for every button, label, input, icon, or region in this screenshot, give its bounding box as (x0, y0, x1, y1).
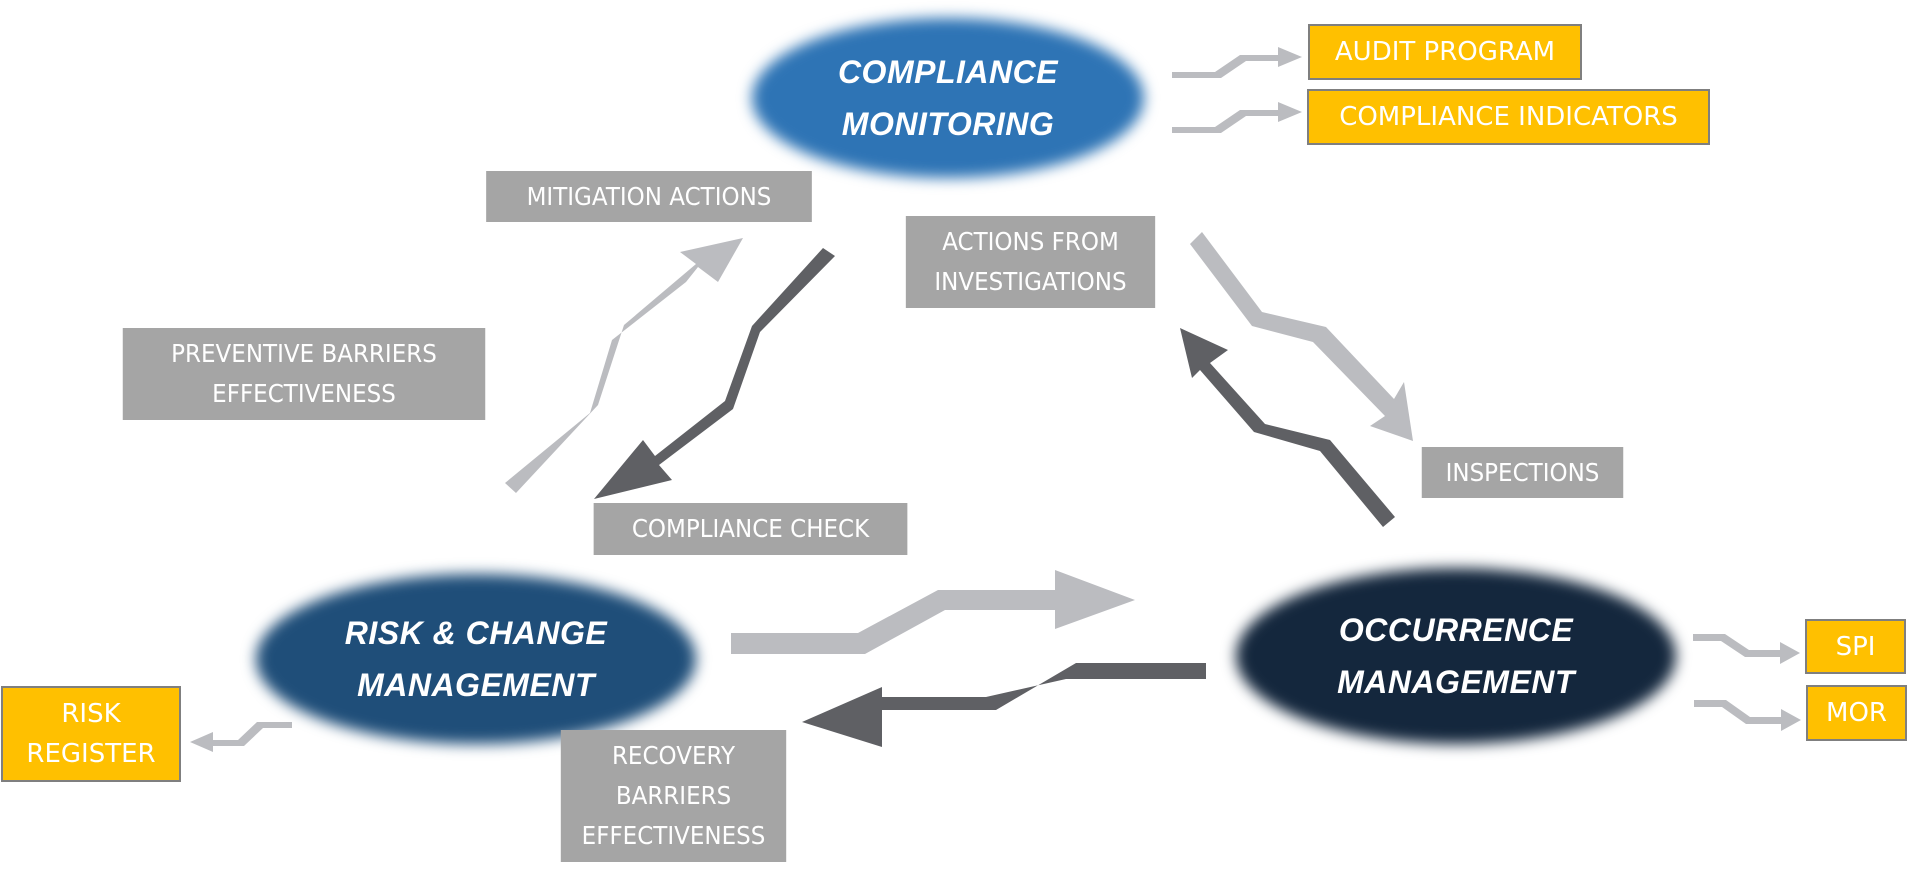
output-text: AUDIT PROGRAM (1334, 37, 1556, 67)
node-compliance-monitoring[interactable]: COMPLIANCE MONITORING (752, 18, 1144, 178)
label-text: EFFECTIVENESS (581, 821, 766, 850)
node-label-line: RISK & CHANGE (344, 615, 608, 651)
arrow-risk-to-occurrence (731, 570, 1135, 654)
output-text: COMPLIANCE INDICATORS (1339, 102, 1678, 132)
label-text: INSPECTIONS (1445, 457, 1600, 487)
label-text: EFFECTIVENESS (212, 379, 396, 408)
label-preventive-barriers-effectiveness: PREVENTIVE BARRIERS EFFECTIVENESS (122, 328, 486, 420)
label-text: ACTIONS FROM (942, 227, 1119, 256)
arrow-risk-to-compliance (505, 238, 743, 493)
output-compliance-indicators[interactable]: COMPLIANCE INDICATORS (1307, 89, 1710, 145)
label-text: RECOVERY (611, 741, 736, 770)
label-inspections: INSPECTIONS (1421, 447, 1624, 498)
output-audit-program[interactable]: AUDIT PROGRAM (1308, 24, 1582, 80)
output-mor[interactable]: MOR (1806, 685, 1907, 741)
label-mitigation-actions: MITIGATION ACTIONS (486, 171, 812, 222)
output-risk-register[interactable]: RISK REGISTER (1, 686, 181, 782)
node-risk-change-management[interactable]: RISK & CHANGE MANAGEMENT (256, 574, 696, 744)
output-text: REGISTER (26, 739, 156, 769)
arrow-to-compliance-indicators (1172, 102, 1302, 133)
label-actions-from-investigations: ACTIONS FROM INVESTIGATIONS (905, 216, 1156, 308)
node-label-line: OCCURRENCE (1338, 612, 1574, 648)
arrow-to-mor (1694, 700, 1801, 731)
node-label-line: MONITORING (841, 106, 1055, 142)
arrow-to-audit-program (1172, 47, 1302, 78)
output-text: SPI (1835, 631, 1876, 662)
node-label-line: MANAGEMENT (1337, 664, 1575, 700)
arrow-to-risk-register (190, 722, 292, 752)
arrow-occurrence-to-compliance (1180, 328, 1395, 527)
label-text: COMPLIANCE CHECK (631, 514, 870, 543)
output-text: RISK (61, 699, 121, 729)
node-occurrence-management[interactable]: OCCURRENCE MANAGEMENT (1236, 568, 1676, 744)
node-label-line: MANAGEMENT (357, 667, 595, 703)
arrow-compliance-to-occurrence (1190, 232, 1413, 441)
output-spi[interactable]: SPI (1805, 619, 1906, 674)
label-text: MITIGATION ACTIONS (526, 181, 772, 211)
arrow-to-spi (1693, 634, 1800, 664)
label-text: BARRIERS (615, 781, 732, 810)
label-text: INVESTIGATIONS (934, 267, 1127, 296)
label-text: PREVENTIVE BARRIERS (171, 339, 437, 368)
label-recovery-barriers-effectiveness: RECOVERY BARRIERS EFFECTIVENESS (560, 730, 787, 862)
arrow-occurrence-to-risk (802, 663, 1206, 747)
node-label-line: COMPLIANCE (837, 54, 1059, 90)
label-compliance-check: COMPLIANCE CHECK (593, 503, 908, 555)
output-text: MOR (1826, 698, 1887, 728)
arrow-compliance-to-risk (594, 248, 835, 499)
